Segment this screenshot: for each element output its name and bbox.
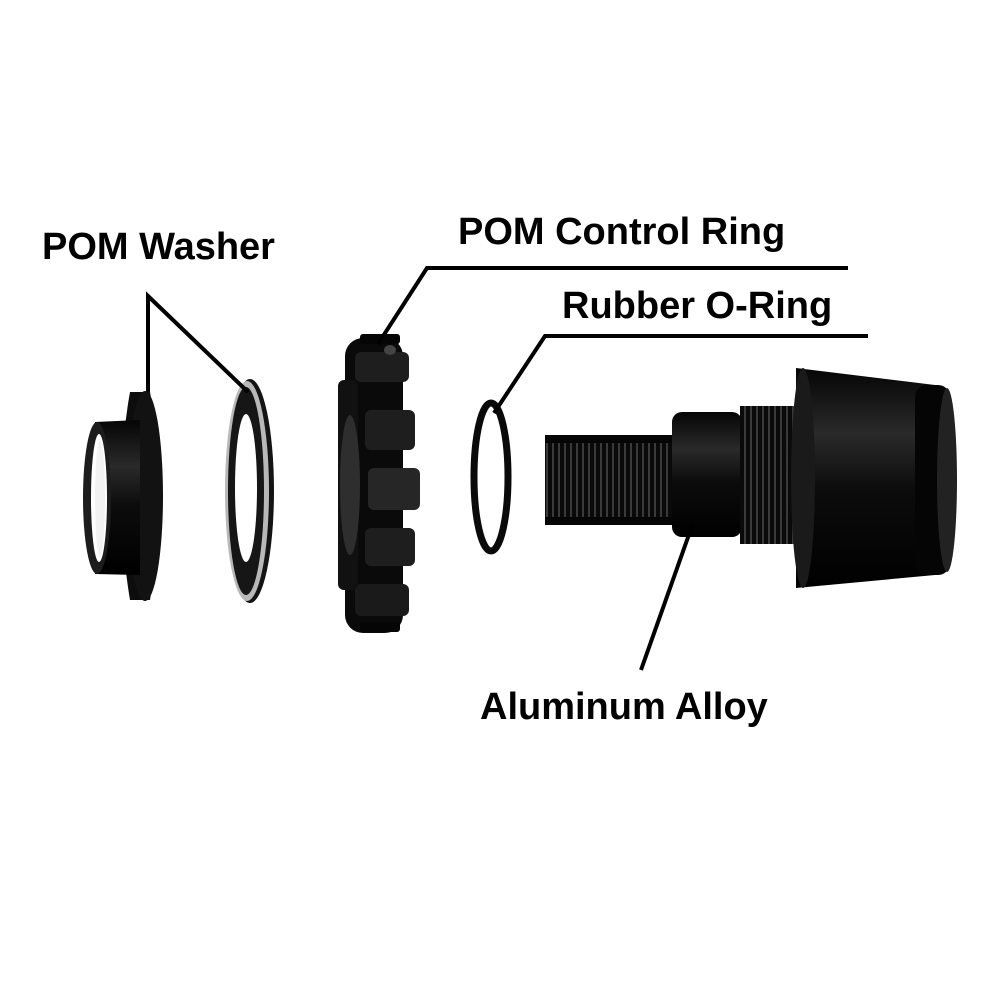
pom-control-ring [338,334,420,633]
pom-flanged-bushing [83,391,163,601]
label-aluminum-alloy: Aluminum Alloy [480,688,768,726]
label-pom-washer: POM Washer [42,228,275,266]
leader-pom-washer [148,296,248,392]
label-rubber-o-ring: Rubber O-Ring [562,287,832,325]
leader-aluminum-alloy [641,526,692,670]
flat-washer [225,379,274,603]
aluminum-alloy-body [545,368,957,588]
label-pom-control-ring: POM Control Ring [458,213,785,251]
rubber-o-ring [474,403,508,551]
